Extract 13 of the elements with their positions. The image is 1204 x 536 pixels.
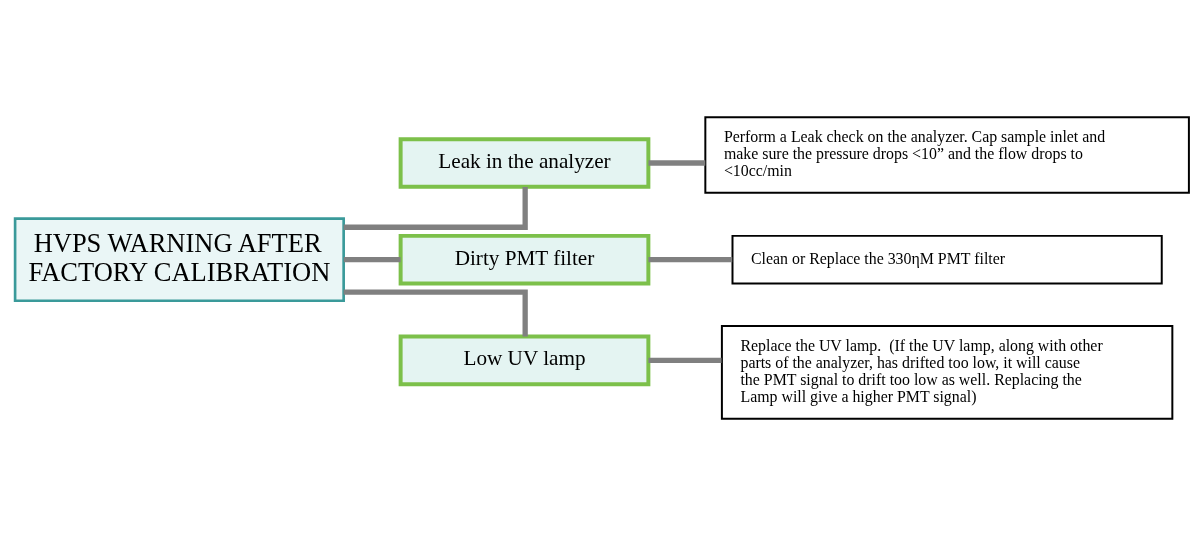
connector — [343, 257, 401, 263]
connector — [648, 357, 722, 364]
connector — [343, 289, 528, 337]
node-box: HVPS WARNING AFTER FACTORY CALIBRATION — [13, 217, 345, 303]
connector — [648, 160, 706, 166]
connector — [343, 186, 528, 230]
node-box: Perform a Leak check on the analyzer. Cap sample inlet and make sure the pressure drops <10” and the flow drops to <10cc/min — [704, 116, 1190, 194]
connector — [648, 257, 733, 263]
node-box: Low UV lamp — [398, 334, 651, 387]
node-box: Leak in the analyzer — [398, 137, 651, 189]
node-box: Clean or Replace the 330ηM PMT filter — [731, 234, 1163, 285]
node-box: Dirty PMT filter — [398, 233, 651, 286]
node-box: Replace the UV lamp. (If the UV lamp, along with other parts of the analyzer, has drifted too low, it will cause the PMT signal to drift too low as well. Replacing the Lamp will give a higher PMT signal) — [720, 324, 1174, 420]
